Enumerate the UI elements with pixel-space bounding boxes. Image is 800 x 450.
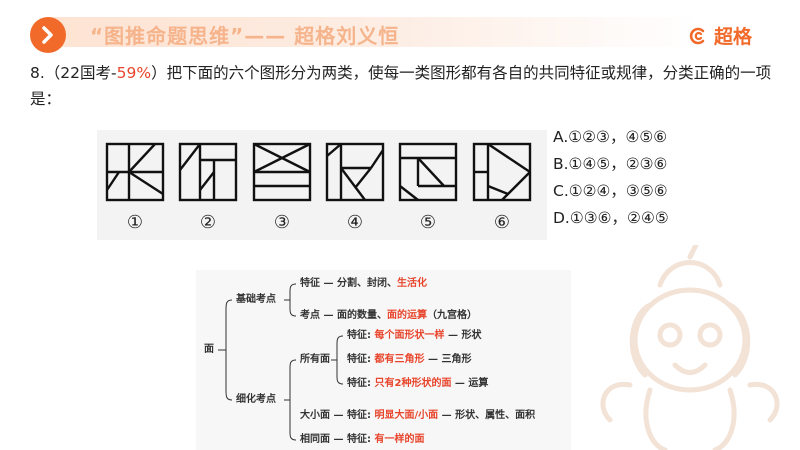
figure-label-3: ③ — [273, 212, 291, 233]
option-c[interactable]: C.①②④，③⑤⑥ — [553, 182, 668, 200]
chevron-right-icon — [42, 26, 53, 44]
figure-6 — [472, 142, 532, 202]
mind-map-connectors — [218, 283, 344, 441]
figure-4 — [325, 142, 385, 202]
figure-panel: ① ② ③ ④ ⑤ ⑥ — [97, 130, 547, 240]
question-prefix: 8.（22国考- — [30, 64, 117, 82]
next-arrow-button[interactable] — [30, 17, 66, 53]
mm-root: 面 — [204, 344, 214, 355]
mascot-watermark — [600, 245, 780, 450]
header: “图推命题思维”—— 超格刘义恒 超格 — [0, 0, 800, 53]
mm-same-faces: 相同面 — 特征: 有一样的面 — [300, 434, 425, 445]
mm-detail: 细化考点 — [236, 394, 276, 405]
correct-rate: 59% — [116, 64, 152, 82]
answer-options: A.①②③，④⑤⑥ B.①④⑤，②③⑥ C.①②④，③⑤⑥ D.①③⑥，②④⑤ — [553, 124, 669, 232]
header-title: “图推命题思维”—— 超格刘义恒 — [90, 24, 400, 48]
mm-size-faces: 大小面 — 特征: 明显大面/小面 — 形状、属性、面积 — [300, 410, 536, 421]
mm-row-3: 特征: 只有2种形状的面 — 运算 — [347, 378, 489, 389]
header-banner — [50, 17, 700, 47]
question-body: ）把下面的六个图形分为两类，使每一类图形都有各自的共同特征或规律，分类正确的一项… — [30, 64, 772, 108]
figure-label-4: ④ — [346, 212, 364, 233]
option-b[interactable]: B.①④⑤，②③⑥ — [553, 155, 668, 173]
mm-row-1: 特征: 每个面形状一样 — 形状 — [347, 330, 482, 341]
question-text: 8.（22国考-59%）把下面的六个图形分为两类，使每一类图形都有各自的共同特征… — [30, 60, 790, 112]
mm-all-faces: 所有面 — [300, 354, 330, 365]
mm-basic-feature: 特征 — 分割、封闭、生活化 — [300, 278, 427, 289]
mm-row-2: 特征: 都有三角形 — 三角形 — [347, 354, 472, 365]
figure-label-1: ① — [126, 212, 144, 233]
brand-logo: 超格 — [688, 22, 752, 49]
figure-label-6: ⑥ — [493, 212, 511, 233]
figure-3 — [252, 142, 312, 202]
figure-label-2: ② — [199, 212, 217, 233]
brand-icon — [689, 27, 705, 44]
mm-basic: 基础考点 — [236, 294, 276, 305]
mm-basic-exam: 考点 — 面的数量、面的运算（九宫格） — [300, 310, 477, 321]
figure-1 — [105, 142, 165, 202]
figure-2 — [178, 142, 238, 202]
figure-label-5: ⑤ — [419, 212, 437, 233]
option-a[interactable]: A.①②③，④⑤⑥ — [553, 128, 668, 146]
brand-name: 超格 — [714, 26, 753, 48]
figure-5 — [398, 142, 458, 202]
mind-map: 面 基础考点 特征 — 分割、封闭、生活化 考点 — 面的数量、面的运算（九宫格… — [196, 270, 571, 450]
option-d[interactable]: D.①③⑥，②④⑤ — [553, 209, 669, 227]
